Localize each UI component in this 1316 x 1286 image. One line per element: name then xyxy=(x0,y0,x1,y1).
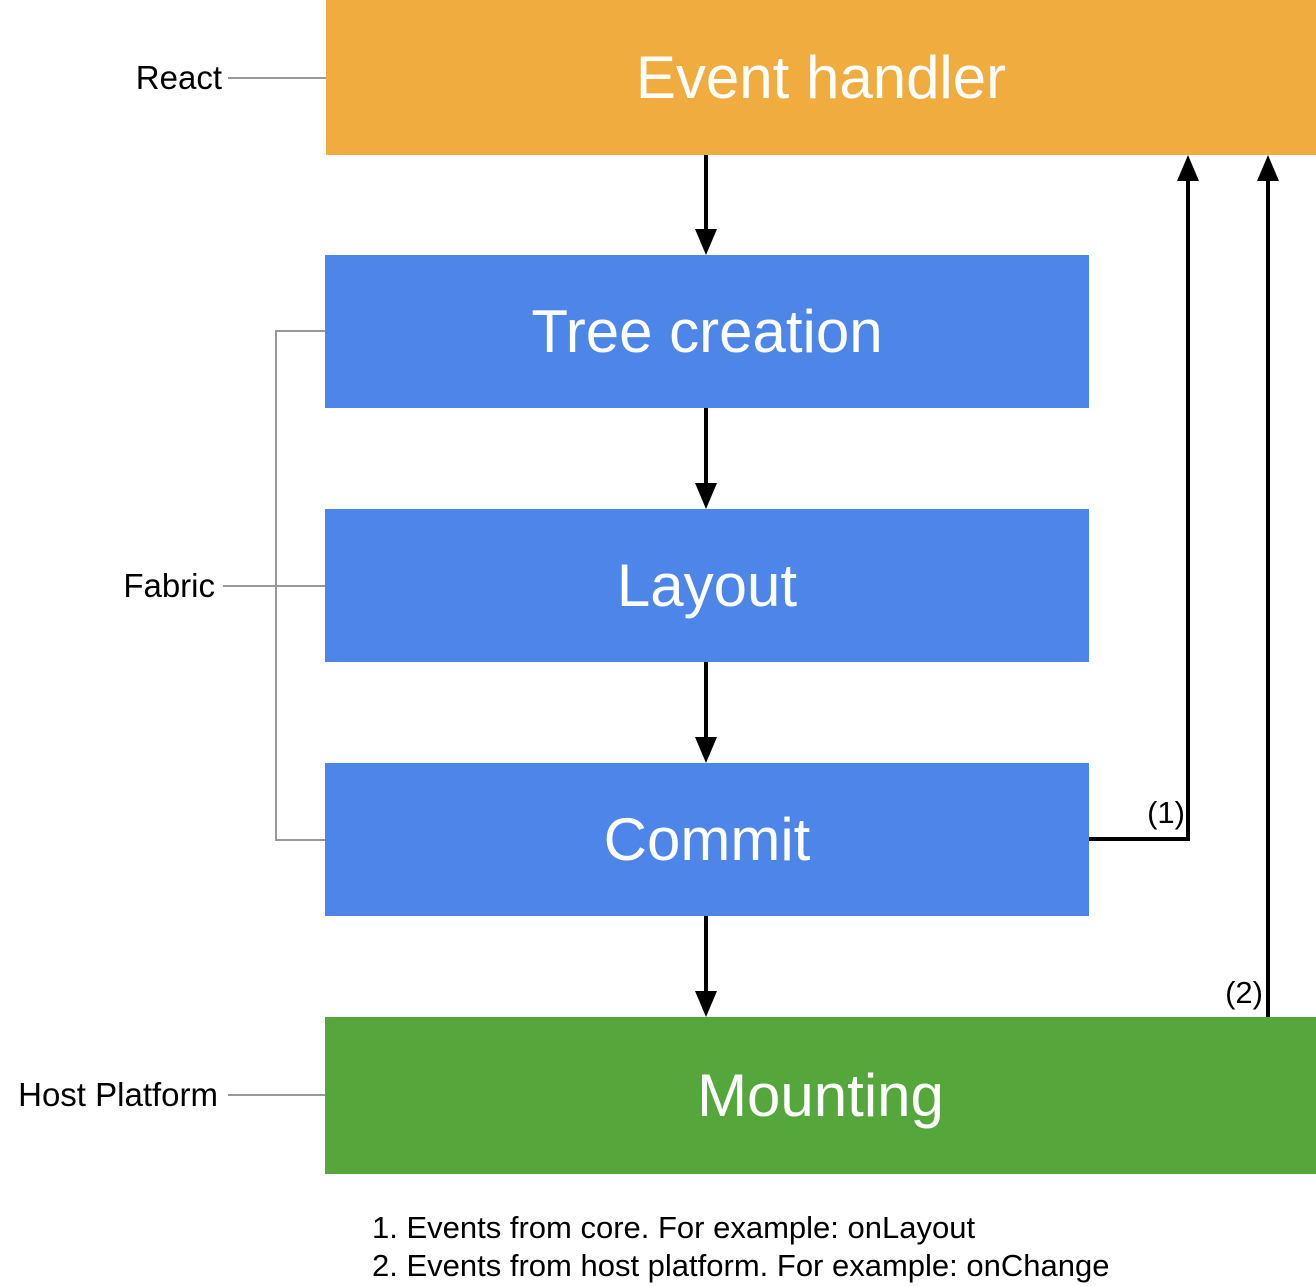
node-layout: Layout xyxy=(325,509,1089,662)
lane-label-react: React xyxy=(135,59,222,96)
node-mounting-label: Mounting xyxy=(697,1062,944,1129)
node-event-handler: Event handler xyxy=(326,0,1316,155)
edge-label-events-from-host: (2) xyxy=(1225,975,1263,1010)
arrowhead-down-icon xyxy=(695,229,717,255)
fabric-bracket-bottom-arm xyxy=(275,839,325,841)
react-connector-line xyxy=(228,77,326,79)
node-tree-creation: Tree creation xyxy=(325,255,1089,408)
node-event-handler-label: Event handler xyxy=(635,44,1007,111)
arrow-elbow-horizontal xyxy=(1089,837,1188,841)
lane-label-fabric: Fabric xyxy=(123,567,215,604)
arrowhead-up-icon xyxy=(1177,155,1199,181)
arrow-shaft xyxy=(1266,179,1270,1017)
footnote-events-from-host: 2. Events from host platform. For exampl… xyxy=(372,1248,1110,1283)
arrow-shaft xyxy=(704,155,708,233)
fabric-connector-line xyxy=(223,585,325,587)
arrow-shaft xyxy=(704,662,708,741)
host-platform-connector-line xyxy=(228,1094,325,1096)
node-mounting: Mounting xyxy=(325,1017,1316,1174)
node-layout-label: Layout xyxy=(616,552,798,619)
fabric-bracket-vertical-line xyxy=(275,330,277,841)
edge-label-events-from-core: (1) xyxy=(1147,795,1185,830)
arrowhead-down-icon xyxy=(695,737,717,763)
fabric-bracket-top-arm xyxy=(275,330,325,332)
arrowhead-down-icon xyxy=(695,483,717,509)
arrow-shaft xyxy=(1186,179,1190,841)
arrowhead-down-icon xyxy=(695,991,717,1017)
footnotes: 1. Events from core. For example: onLayo… xyxy=(372,1209,1109,1285)
node-tree-creation-label: Tree creation xyxy=(531,298,883,365)
node-commit: Commit xyxy=(325,763,1089,916)
lane-label-host-platform: Host Platform xyxy=(18,1076,218,1113)
node-commit-label: Commit xyxy=(603,806,811,873)
arrow-shaft xyxy=(704,408,708,487)
arrow-shaft xyxy=(704,916,708,995)
footnote-events-from-core: 1. Events from core. For example: onLayo… xyxy=(372,1210,976,1245)
arrowhead-up-icon xyxy=(1257,155,1279,181)
